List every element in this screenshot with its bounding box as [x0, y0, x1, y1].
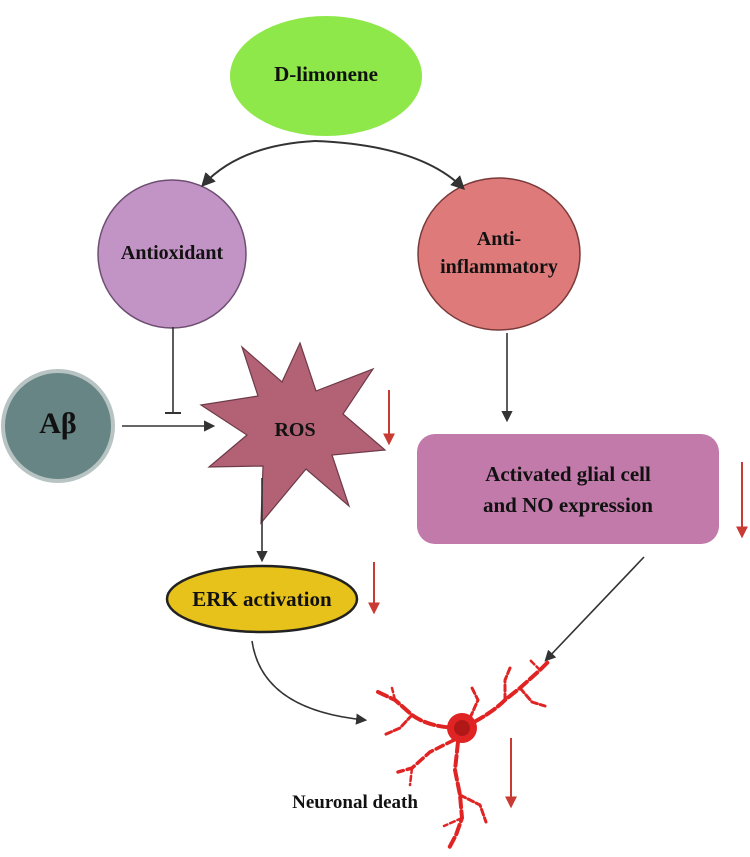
ros-label: ROS — [274, 419, 316, 441]
ros-star-node — [199, 341, 387, 525]
arrow-limonene-to-antiinflammatory — [314, 140, 465, 190]
antioxidant-label: Antioxidant — [120, 242, 224, 264]
glial-label-line1: Activated glial cell — [485, 462, 651, 486]
arrow-limonene-to-antioxidant — [201, 140, 316, 188]
anti-inflammatory-node — [417, 177, 581, 331]
glial-label-line2: and NO expression — [483, 493, 653, 517]
anti-inflammatory-label-line2: inflammatory — [440, 256, 558, 278]
antioxidant-node — [97, 179, 247, 329]
arrow-erk-to-neuron — [251, 640, 368, 725]
d-limonene-label: D-limonene — [274, 62, 378, 86]
glial-node — [417, 434, 719, 544]
arrow-glial-to-neuron — [544, 556, 645, 662]
erk-node — [165, 564, 359, 634]
abeta-label: Aβ — [39, 407, 77, 440]
d-limonene-node — [230, 16, 422, 136]
neuron-nucleus — [454, 720, 470, 736]
erk-label: ERK activation — [192, 587, 332, 611]
anti-inflammatory-label-line1: Anti- — [476, 228, 522, 250]
abeta-node — [1, 369, 115, 483]
neuron-icon — [376, 658, 550, 852]
neuronal-death-label: Neuronal death — [292, 792, 418, 813]
